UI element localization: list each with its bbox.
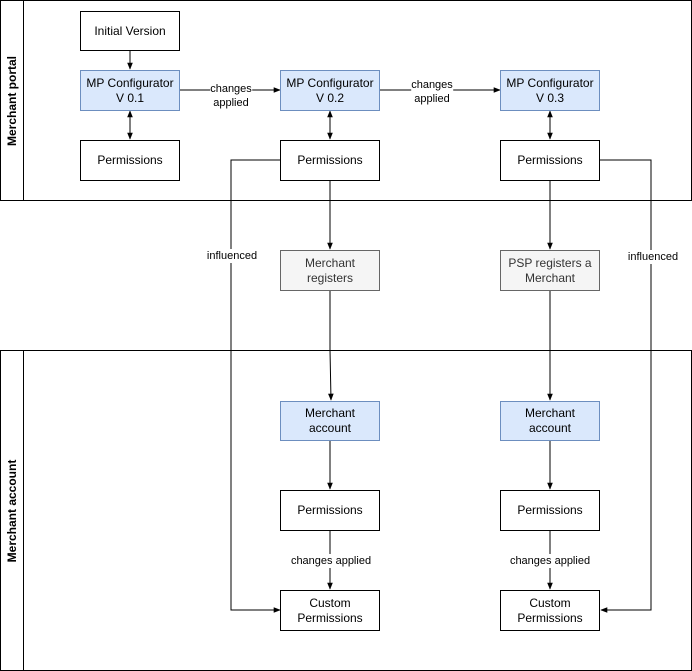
merchant-registers-node[interactable]: Merchant registers <box>280 250 380 291</box>
edge-merchant-registers-to-account <box>328 291 334 401</box>
account-permissions-right-node[interactable]: Permissions <box>500 490 600 531</box>
permissions-v01-node[interactable]: Permissions <box>80 140 180 181</box>
merchant-account-right-node[interactable]: Merchant account <box>500 401 600 441</box>
account-permissions-left-node[interactable]: Permissions <box>280 490 380 531</box>
mp-configurator-v01-node[interactable]: MP Configurator V 0.1 <box>80 70 180 111</box>
edge-influenced-left <box>230 159 281 613</box>
edge-label-v01-v02: changes applied <box>210 82 252 110</box>
permissions-v02-node[interactable]: Permissions <box>280 140 380 181</box>
merchant-portal-lane-header: Merchant portal <box>1 1 24 200</box>
permissions-v03-node[interactable]: Permissions <box>500 140 600 181</box>
edge-label-changes-applied-left: changes applied <box>290 554 372 568</box>
merchant-account-lane-header: Merchant account <box>1 351 24 670</box>
edge-label-changes-applied-right: changes applied <box>509 554 591 568</box>
edge-influenced-right <box>600 159 652 613</box>
mp-configurator-v03-node[interactable]: MP Configurator V 0.3 <box>500 70 600 111</box>
edge-label-v02-v03: changes applied <box>411 78 453 106</box>
edge-label-influenced-right: influenced <box>627 250 679 264</box>
merchant-account-left-node[interactable]: Merchant account <box>280 401 380 441</box>
mp-configurator-v02-node[interactable]: MP Configurator V 0.2 <box>280 70 380 111</box>
custom-permissions-right-node[interactable]: Custom Permissions <box>500 590 600 631</box>
psp-registers-merchant-node[interactable]: PSP registers a Merchant <box>500 250 600 291</box>
edge-label-influenced-left: influenced <box>206 249 258 263</box>
initial-version-node[interactable]: Initial Version <box>80 11 180 51</box>
custom-permissions-left-node[interactable]: Custom Permissions <box>280 590 380 631</box>
